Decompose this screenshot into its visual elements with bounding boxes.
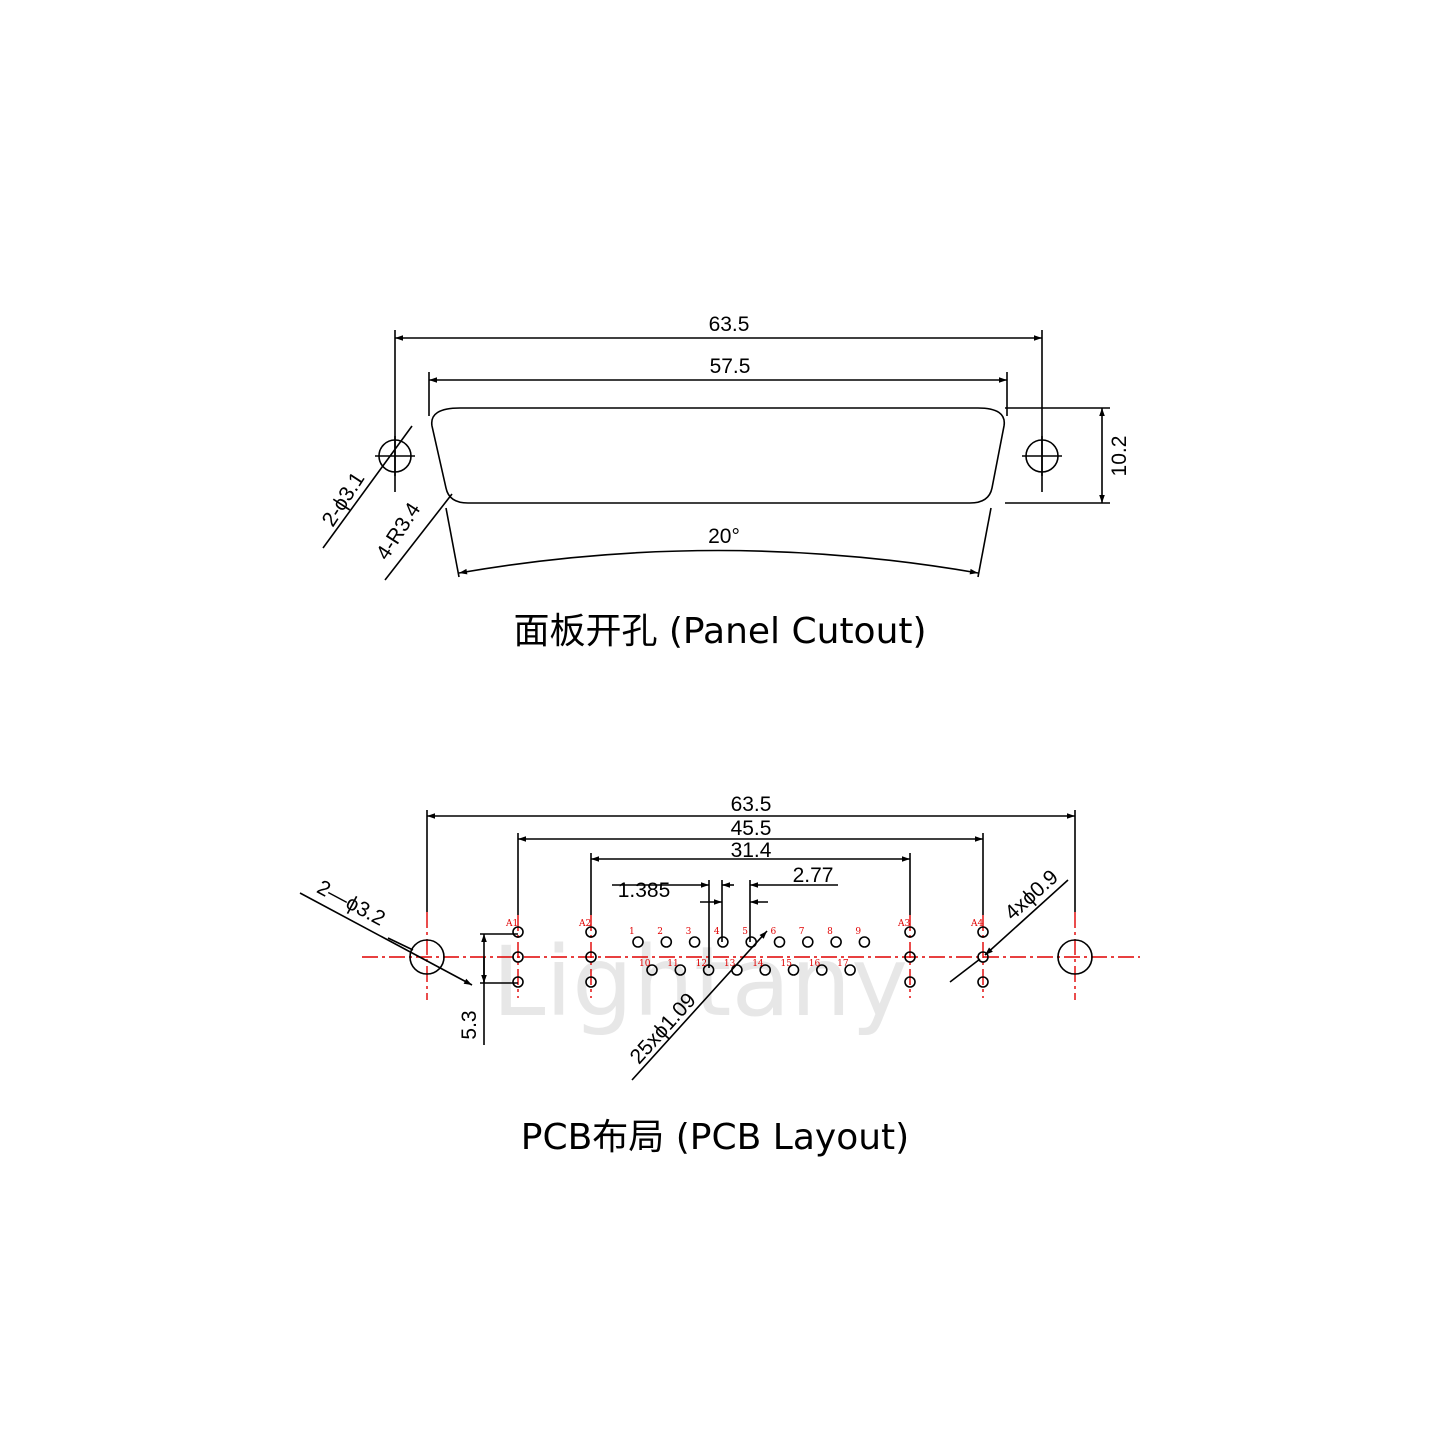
pcb-dim-coax-holes: 4xϕ0.9 <box>1000 865 1062 924</box>
signal-hole <box>815 964 828 976</box>
signal-pin-label: 10 <box>639 959 651 969</box>
signal-pin-label: 12 <box>696 959 707 969</box>
panel-dimension-labels: 63.5 57.5 10.2 20° 2-ϕ3.1 4-R3.4 面板开孔 (P… <box>318 313 1131 652</box>
signal-hole <box>858 936 871 948</box>
signal-pin-label: 17 <box>837 959 849 969</box>
pcb-signal-hole-leader <box>631 930 768 1081</box>
signal-hole <box>787 964 800 976</box>
signal-hole <box>773 936 786 948</box>
panel-radius-leader <box>384 493 453 581</box>
signal-hole <box>717 936 729 948</box>
signal-pin-label: 4 <box>714 927 720 937</box>
coax-pin-label: A2 <box>578 919 591 929</box>
coax-hole <box>977 976 989 988</box>
pcb-dim-mount: 2—ϕ3.2 <box>313 876 389 931</box>
signal-pin-label: 14 <box>752 959 764 969</box>
signal-hole <box>844 964 856 976</box>
signal-pin-label: 11 <box>667 959 678 969</box>
signal-hole <box>801 936 814 948</box>
pcb-mount-hole-leader <box>299 892 473 986</box>
signal-pin-label: 7 <box>799 927 805 937</box>
signal-pin-label: 9 <box>855 927 861 937</box>
coax-hole <box>512 926 524 938</box>
signal-hole <box>632 936 644 948</box>
signal-pin-label: 15 <box>781 959 793 969</box>
pcb-layout-view <box>299 810 1093 1081</box>
panel-cutout-view <box>322 330 1110 581</box>
coax-hole <box>585 976 597 988</box>
coax-hole <box>977 926 989 938</box>
signal-pin-label: 2 <box>657 927 663 937</box>
signal-hole <box>674 964 687 976</box>
coax-hole <box>512 976 524 988</box>
signal-hole <box>830 936 842 948</box>
signal-hole <box>731 964 743 976</box>
coax-pin-label: A4 <box>970 919 983 929</box>
pcb-dim-overall: 63.5 <box>731 793 772 816</box>
pcb-dim-pitch: 2.77 <box>793 864 834 887</box>
panel-hole-leader <box>322 425 413 549</box>
pcb-dim-coax: 45.5 <box>731 817 772 840</box>
panel-dim-height: 10.2 <box>1108 436 1131 477</box>
panel-title: 面板开孔 (Panel Cutout) <box>513 611 926 652</box>
pcb-title: PCB布局 (PCB Layout) <box>521 1117 909 1158</box>
signal-pin-label: 3 <box>686 927 692 937</box>
signal-pin-label: 13 <box>724 959 736 969</box>
signal-pin-label: 5 <box>742 927 748 937</box>
signal-pin-label: 8 <box>827 927 833 937</box>
pcb-centerlines <box>362 912 1140 1000</box>
coax-hole <box>904 951 916 963</box>
signal-hole <box>660 936 673 948</box>
pcb-dim-row: 5.3 <box>458 1010 481 1039</box>
signal-pin-label: 6 <box>771 927 777 937</box>
signal-hole <box>702 964 715 976</box>
panel-angle-arc <box>458 549 979 575</box>
signal-hole <box>646 964 658 976</box>
signal-hole-group <box>632 936 871 976</box>
panel-dim-angle: 20° <box>708 525 740 548</box>
signal-hole <box>745 936 758 948</box>
coax-hole <box>977 951 989 963</box>
panel-dim-overall: 63.5 <box>709 313 750 336</box>
pcb-mount-hole-right <box>1057 939 1093 975</box>
coax-pin-label: A3 <box>897 919 910 929</box>
pcb-mount-hole-left <box>409 939 445 975</box>
signal-hole <box>688 936 701 948</box>
coax-hole <box>904 976 916 988</box>
pcb-dim-half-pitch: 1.385 <box>618 879 671 902</box>
coax-hole-group <box>512 926 989 988</box>
panel-cutout-outline <box>430 407 1006 504</box>
signal-pin-label: 1 <box>629 927 635 937</box>
pcb-coax-hole-leader <box>984 879 1069 956</box>
panel-dim-holes: 2-ϕ3.1 <box>318 468 370 531</box>
coax-hole <box>904 926 916 938</box>
pcb-dim-signal: 31.4 <box>731 839 772 862</box>
panel-dim-cutout: 57.5 <box>710 355 751 378</box>
coax-hole <box>512 951 524 963</box>
coax-hole <box>585 926 597 938</box>
signal-pin-label: 16 <box>809 959 821 969</box>
signal-hole <box>759 964 772 976</box>
panel-dim-radius: 4-R3.4 <box>372 498 426 564</box>
coax-pin-label: A1 <box>505 919 518 929</box>
watermark: Lightany <box>492 926 908 1038</box>
coax-hole <box>585 951 597 963</box>
